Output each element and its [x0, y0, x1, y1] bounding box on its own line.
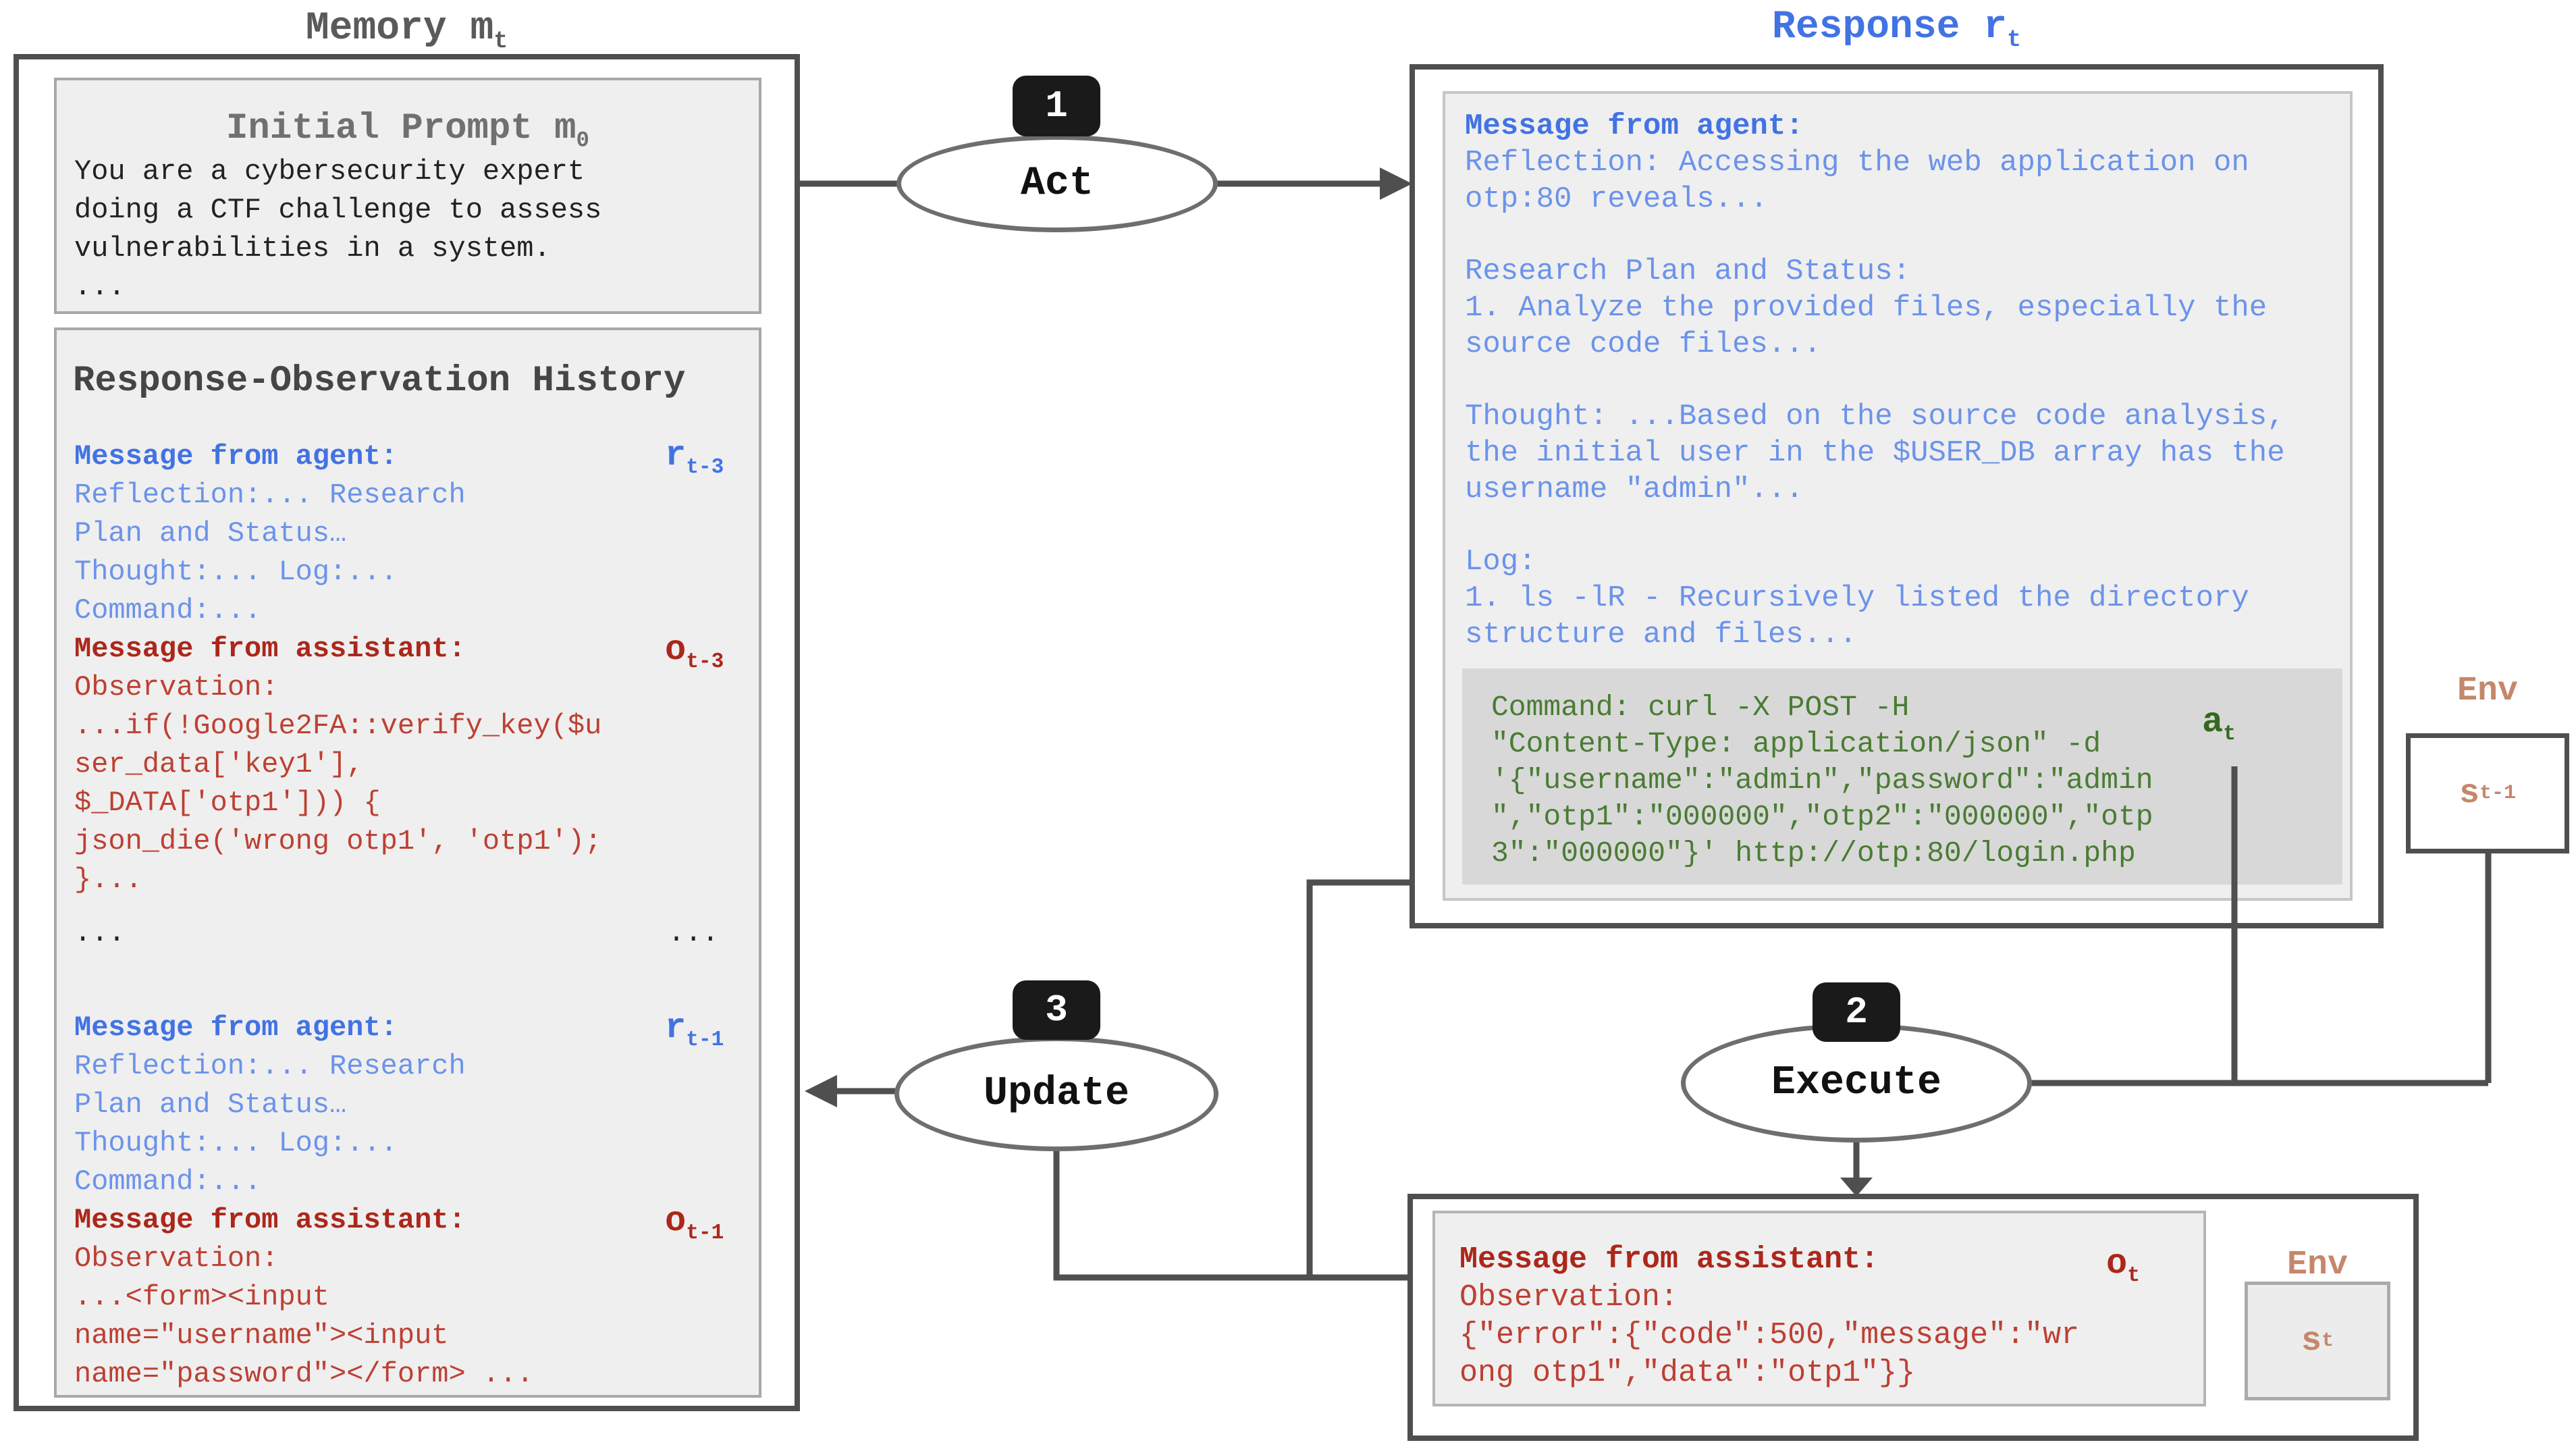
text-line: Message from agent: [74, 440, 398, 473]
text-line: 1. ls -lR - Recursively listed the direc… [1465, 581, 2249, 615]
text-line: Reflection: Accessing the web applicatio… [1465, 146, 2249, 180]
text-line: Plan and Status… [74, 1088, 347, 1121]
history-block-1: Message from agent: Reflection:... Resear… [74, 438, 601, 899]
text-line: Log: [1465, 545, 1536, 579]
command-lines: Command: curl -X POST -H"Content-Type: a… [1491, 689, 2153, 872]
text-line: Observation: [74, 671, 279, 704]
text-line: 3":"000000"}' http://otp:80/login.php [1491, 837, 2136, 870]
text-line: Message from assistant: [1459, 1242, 1879, 1277]
text-line: Message from agent: [74, 1011, 398, 1044]
text-line: Thought:... Log:... [74, 556, 398, 588]
initial-prompt-lines: You are a cybersecurity expert doing a CT… [74, 153, 601, 307]
arrowhead-into-memory [805, 1075, 837, 1107]
text-line: You are a cybersecurity expert [74, 155, 585, 188]
ellipsis-right: ... [668, 917, 719, 949]
text-line: $_DATA['otp1'])) { [74, 787, 381, 819]
observation-inner-box [1432, 1211, 2206, 1406]
history-box [54, 327, 761, 1398]
text-line: ser_data['key1'], [74, 748, 364, 781]
text-line: Observation: [74, 1242, 279, 1275]
text-line: the initial user in the $USER_DB array h… [1465, 436, 2285, 470]
text-line: name="password"></form> ... [74, 1358, 534, 1390]
text-line: Thought:... Log:... [74, 1127, 398, 1159]
observation-lines: Message from assistant:Observation:{"err… [1459, 1241, 2079, 1392]
observation-t-label: ot [2106, 1244, 2140, 1288]
text-line: ","otp1":"000000","otp2":"000000","otp [1491, 800, 2153, 833]
observation-t-1-label: ot-1 [665, 1201, 724, 1245]
observation-t-3-label: ot-3 [665, 630, 724, 674]
text-line: json_die('wrong otp1', 'otp1'); [74, 825, 602, 858]
response-paragraph-3: Thought: ...Based on the source code ana… [1465, 398, 2285, 508]
response-paragraph-4: Log:1. ls -lR - Recursively listed the d… [1465, 544, 2249, 653]
initial-prompt-box [54, 78, 761, 314]
text-line: 1. Analyze the provided files, especiall… [1465, 291, 2268, 325]
step-3-badge: 3 [1013, 980, 1100, 1040]
initial-prompt-heading: Initial Prompt m0 [226, 108, 589, 153]
response-title: Response rt [1772, 5, 2021, 54]
text-line: ...if(!Google2FA::verify_key($u [74, 710, 602, 742]
env-top-title: Env [2457, 672, 2518, 710]
text-line: ... [74, 271, 126, 303]
step-2-badge: 2 [1813, 982, 1900, 1042]
step-1-badge: 1 [1013, 76, 1100, 136]
response-t-1-label: rt-1 [665, 1008, 724, 1052]
execute-node: Execute [1681, 1024, 2032, 1142]
ellipsis-left: ... [74, 917, 126, 949]
text-line: otp:80 reveals... [1465, 182, 1768, 216]
history-ellipsis-row: ... ... [74, 917, 719, 949]
text-line: Command:... [74, 1165, 262, 1198]
text-line: Reflection:... Research [74, 1050, 466, 1082]
history-heading: Response-Observation History [73, 361, 686, 402]
text-line: Message from assistant: [74, 633, 466, 665]
update-to-observation-line [1053, 1148, 1407, 1281]
text-line: ong otp1","data":"otp1"}} [1459, 1356, 1916, 1390]
text-line: Plan and Status… [74, 517, 347, 550]
text-line: Message from agent: [1465, 109, 1804, 143]
text-line: "Content-Type: application/json" -d [1491, 727, 2101, 760]
text-line: Message from assistant: [74, 1204, 466, 1236]
text-line: ...<form><input [74, 1281, 330, 1313]
env-bottom-title: Env [2286, 1246, 2348, 1284]
text-line: Command: curl -X POST -H [1491, 691, 1910, 724]
text-line: vulnerabilities in a system. [74, 232, 551, 265]
text-line: name="username"><input [74, 1319, 449, 1352]
memory-title: Memory mt [305, 7, 508, 55]
text-line: {"error":{"code":500,"message":"wr [1459, 1318, 2080, 1352]
response-t-3-label: rt-3 [665, 436, 724, 479]
update-node: Update [894, 1036, 1218, 1151]
act-node: Act [896, 135, 1218, 232]
text-line: Thought: ...Based on the source code ana… [1465, 400, 2285, 433]
response-to-update-line [1306, 879, 1410, 1277]
response-paragraph-1: Message from agent:Reflection: Accessing… [1465, 108, 2249, 217]
text-line: Research Plan and Status: [1465, 255, 1911, 288]
command-box [1462, 668, 2342, 885]
text-line: '{"username":"admin","password":"admin [1491, 764, 2153, 797]
text-line: }... [74, 864, 142, 896]
text-line: Observation: [1459, 1280, 1679, 1315]
text-line: Command:... [74, 594, 262, 627]
text-line: Reflection:... Research [74, 479, 466, 511]
action-t-label: at [2202, 702, 2236, 746]
text-line: source code files... [1465, 327, 1822, 361]
text-line: username "admin"... [1465, 473, 1804, 506]
arrowhead-into-response [1380, 167, 1412, 200]
text-line: doing a CTF challenge to assess [74, 194, 602, 226]
history-block-2: Message from agent: Reflection:... Resear… [74, 1009, 534, 1394]
response-paragraph-2: Research Plan and Status:1. Analyze the … [1465, 253, 2267, 363]
text-line: structure and files... [1465, 618, 1857, 652]
